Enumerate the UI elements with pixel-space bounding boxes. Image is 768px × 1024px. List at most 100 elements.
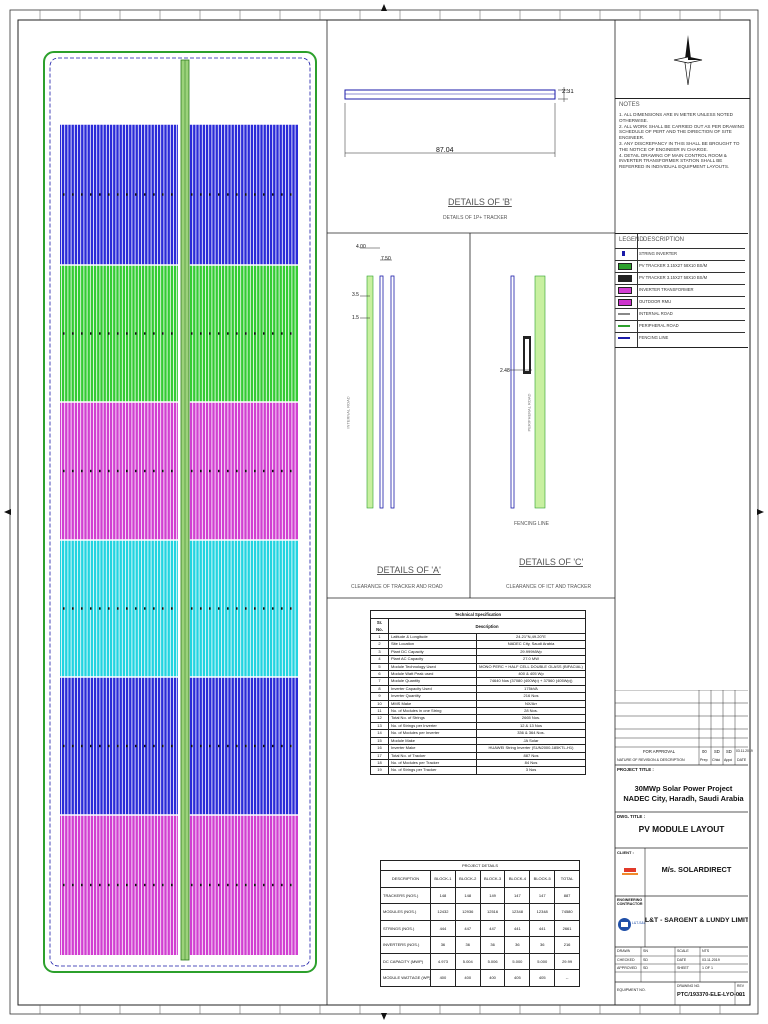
drawing-title-label: DWG. TITLE : (617, 814, 646, 819)
block-cell: 2661 (554, 919, 580, 937)
spec-parameter: Plant DC Capacity (388, 647, 477, 657)
legend-swatch (618, 287, 632, 294)
string-inverter-mark (162, 607, 164, 610)
string-inverter-mark (191, 607, 193, 610)
string-inverter-mark (200, 332, 202, 335)
legend-description-header: DESCRIPTION (643, 237, 685, 243)
spec-value: NX/Arr (476, 699, 586, 709)
notes-section: NOTES 1. ALL DIMENSIONS ARE IN METER UNL… (615, 98, 750, 234)
string-inverter-mark (108, 744, 110, 748)
string-inverter-mark (153, 883, 155, 887)
string-inverter-mark (200, 193, 202, 196)
string-inverter-mark (90, 469, 92, 473)
spec-parameter: Inverter Quantity (388, 692, 477, 701)
spec-sr: 15 (370, 736, 389, 746)
string-inverter-mark (263, 883, 265, 887)
string-inverter-mark (108, 469, 110, 473)
detail-c-dim: 2.48 (500, 368, 510, 374)
date-value: 03.11.2019 (702, 958, 720, 962)
spec-sr: 3 (370, 647, 389, 657)
project-title-label: PROJECT TITLE : (617, 767, 654, 772)
string-inverter-mark (191, 332, 193, 335)
string-inverter-mark (72, 332, 74, 335)
string-inverter-mark (272, 607, 274, 610)
string-inverter-mark (144, 332, 146, 335)
block-cell: -- (554, 969, 580, 987)
string-inverter-mark (171, 883, 173, 887)
block-row-label: STRINGS (NOS.) (380, 919, 431, 937)
spec-sr: 17 (370, 751, 389, 760)
technical-spec-table: Technical Specification Sr. No.Descripti… (370, 610, 586, 775)
detail-b-height-dim: 2.31 (562, 89, 574, 95)
legend-row: OUTDOOR RMU (615, 296, 745, 306)
string-inverter-mark (272, 883, 274, 887)
string-inverter-mark (135, 332, 137, 335)
string-inverter-mark (81, 332, 83, 335)
detail-b-title: DETAILS OF 'B' (448, 197, 512, 207)
block-table-title: PROJECT DETAILS (380, 860, 580, 871)
epc-name: L&T - SARGENT & LUNDY LIMITED (645, 917, 748, 924)
detail-a-subtitle: CLEARANCE OF TRACKER AND ROAD (351, 584, 443, 590)
string-inverter-mark (227, 332, 229, 335)
client-name: M/s. SOLARDIRECT (661, 865, 732, 874)
string-inverter-mark (81, 744, 83, 748)
string-inverter-mark (108, 193, 110, 196)
string-inverter-mark (153, 607, 155, 610)
string-inverter-mark (227, 469, 229, 473)
string-inverter-mark (218, 744, 220, 748)
block-cell: 5.000 (529, 952, 556, 970)
spec-parameter: Site Location (388, 640, 477, 649)
string-inverter-mark (209, 332, 211, 335)
rev-number: 00 (702, 749, 707, 754)
string-inverter-mark (171, 469, 173, 473)
string-inverter-mark (153, 469, 155, 473)
string-inverter-mark (81, 193, 83, 196)
spec-sr: 5 (370, 662, 389, 672)
legend-text: PV TRACKER 3.15X27 58X10 BS/M (639, 274, 708, 280)
block-cell: 12432 (430, 903, 456, 921)
string-inverter-mark (117, 469, 119, 473)
string-inverter-mark (236, 469, 238, 473)
string-inverter-mark (263, 744, 265, 748)
string-inverter-mark (290, 744, 292, 748)
string-inverter-mark (263, 607, 265, 610)
legend-text: PV TRACKER 3.15X27 58X10 BS/M (639, 262, 708, 268)
client-label: CLIENT : (617, 850, 634, 855)
string-inverter-mark (81, 607, 83, 610)
detail-b-length-dim: 87.04 (436, 147, 454, 154)
string-inverter-mark (90, 607, 92, 610)
legend-swatch (618, 325, 630, 327)
string-inverter-mark (144, 883, 146, 887)
string-inverter-mark (108, 332, 110, 335)
detail-a-drawing (360, 247, 395, 509)
string-inverter-mark (254, 469, 256, 473)
rev-chkd: SD (714, 749, 720, 754)
legend-row: PV TRACKER 3.15X27 58X10 BS/M (615, 260, 745, 270)
block-cell: 149 (479, 886, 506, 904)
date-label: DATE (677, 958, 687, 962)
block-cell: 12348 (529, 903, 556, 921)
block-header-cell: DESCRIPTION (380, 870, 431, 888)
string-inverter-mark (236, 607, 238, 610)
spec-sr: 13 (370, 721, 389, 731)
string-inverter-mark (90, 744, 92, 748)
spec-col-desc: Description (388, 618, 586, 634)
spec-title: Technical Specification (370, 610, 586, 619)
string-inverter-mark (162, 193, 164, 196)
spec-parameter: Inverter Make (388, 744, 477, 753)
string-inverter-mark (191, 744, 193, 748)
string-inverter-mark (200, 469, 202, 473)
rev-appd: SD (726, 749, 732, 754)
spec-sr: 8 (370, 684, 389, 694)
spec-value: JA Solar (476, 736, 586, 746)
block-row-label: MODULE WATTAGE (WP) (380, 969, 431, 987)
block-cell: 5.004 (454, 952, 481, 970)
rev-header-prep: Prep (700, 758, 708, 762)
string-inverter-mark (162, 469, 164, 473)
block-cell: 405 (504, 969, 531, 987)
